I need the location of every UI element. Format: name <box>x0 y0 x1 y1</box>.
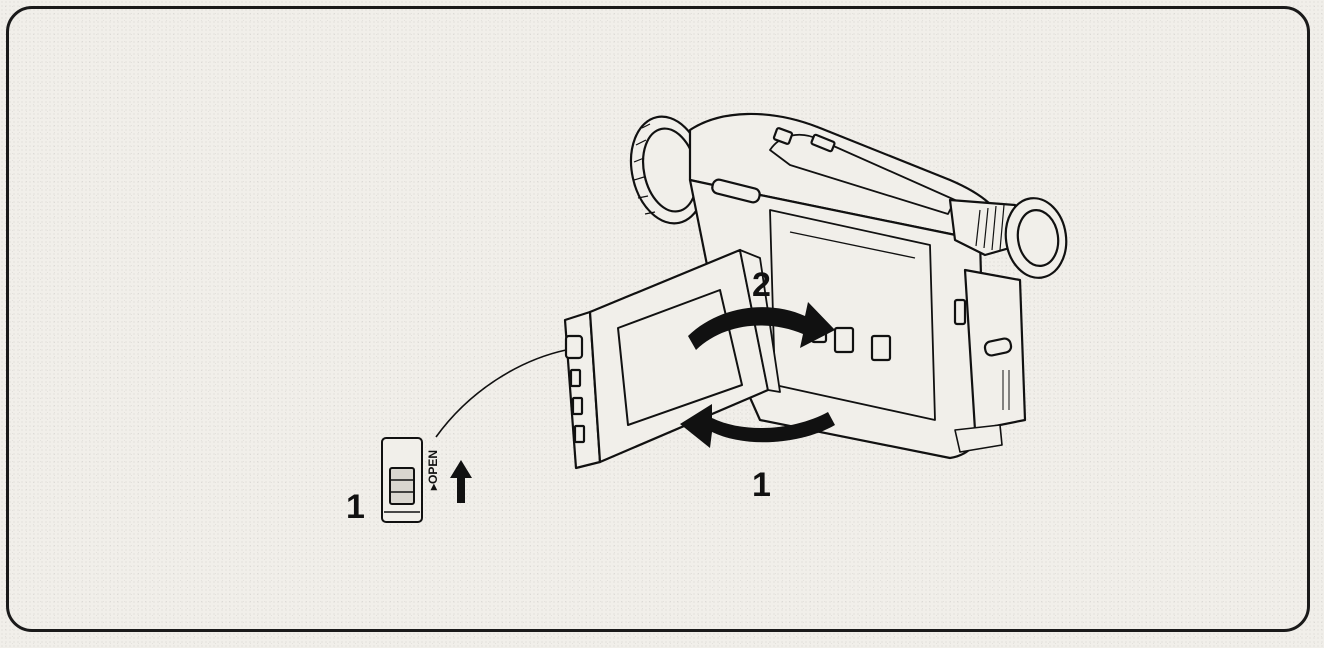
callout-leader-line <box>435 349 567 438</box>
open-switch-detail <box>381 437 423 523</box>
viewfinder-tube <box>948 198 1022 257</box>
top-button <box>772 127 794 145</box>
rounded-frame <box>6 6 1310 632</box>
battery-latch <box>983 337 1013 357</box>
panel-button-3 <box>573 424 586 444</box>
camcorder-body <box>629 112 1068 460</box>
panel-button-1 <box>569 368 582 388</box>
step-number-rotate: 1 <box>752 466 771 504</box>
step-number-open: 2 <box>752 266 771 304</box>
recess-button-1 <box>833 326 855 354</box>
bottom-mount <box>954 424 1003 453</box>
top-slider <box>810 133 836 153</box>
rotation-arrows <box>680 302 835 448</box>
body-slot <box>711 178 761 204</box>
viewfinder-eyecup-inner <box>1016 209 1060 267</box>
open-switch-callout: ▸OPEN <box>381 349 567 523</box>
slide-up-arrow <box>450 460 472 503</box>
recess-button-2 <box>870 334 892 362</box>
rear-connector <box>953 298 967 326</box>
step-number-switch: 1 <box>346 488 365 526</box>
lcd-recess <box>769 209 936 421</box>
arrow-rotate-left <box>680 404 835 448</box>
open-label: ▸OPEN <box>426 450 440 491</box>
panel-open-switch <box>564 334 584 360</box>
panel-button-2 <box>571 396 584 416</box>
arrow-open-right <box>688 302 835 350</box>
